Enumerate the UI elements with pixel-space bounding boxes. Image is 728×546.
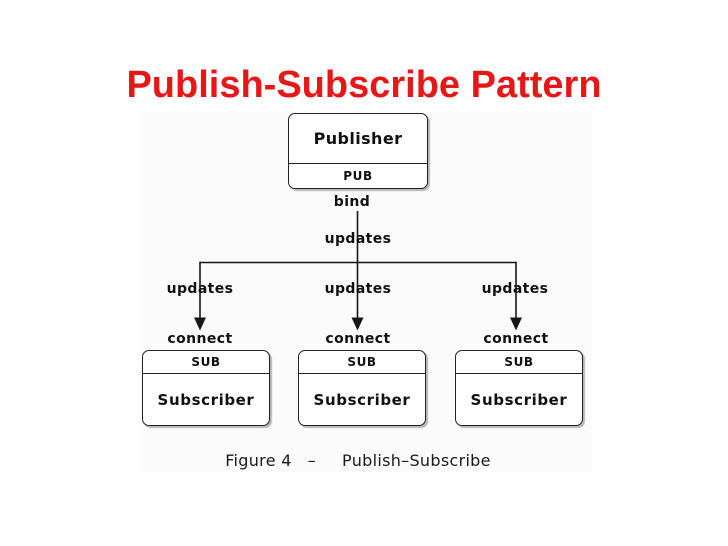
figure-caption-title: Publish–Subscribe (342, 451, 491, 470)
connect-label-right: connect (483, 331, 549, 347)
subscriber-node-middle: SUB Subscriber (298, 350, 426, 426)
subscriber-name: Subscriber (313, 390, 411, 409)
connect-label-left: connect (167, 331, 233, 347)
subscriber-port: SUB (456, 351, 582, 374)
subscriber-port: SUB (143, 351, 269, 374)
figure-caption: Figure 4 – Publish–Subscribe (225, 451, 491, 471)
updates-label-right: updates (481, 281, 549, 297)
updates-label-root: updates (324, 231, 392, 247)
subscriber-name: Subscriber (470, 390, 568, 409)
connect-label-middle: connect (325, 331, 391, 347)
publisher-node: Publisher PUB (288, 113, 428, 189)
subscriber-node-right: SUB Subscriber (455, 350, 583, 426)
subscriber-name: Subscriber (157, 390, 255, 409)
updates-label-left: updates (166, 281, 234, 297)
subscriber-node-left: SUB Subscriber (142, 350, 270, 426)
figure-caption-separator: – (307, 451, 317, 470)
publisher-port: PUB (343, 169, 373, 183)
bind-label: bind (333, 194, 371, 210)
subscriber-port: SUB (299, 351, 425, 374)
slide-title: Publish-Subscribe Pattern (126, 64, 602, 107)
figure-caption-number: Figure 4 (225, 451, 292, 470)
updates-label-middle: updates (324, 281, 392, 297)
publisher-name: Publisher (289, 114, 427, 164)
